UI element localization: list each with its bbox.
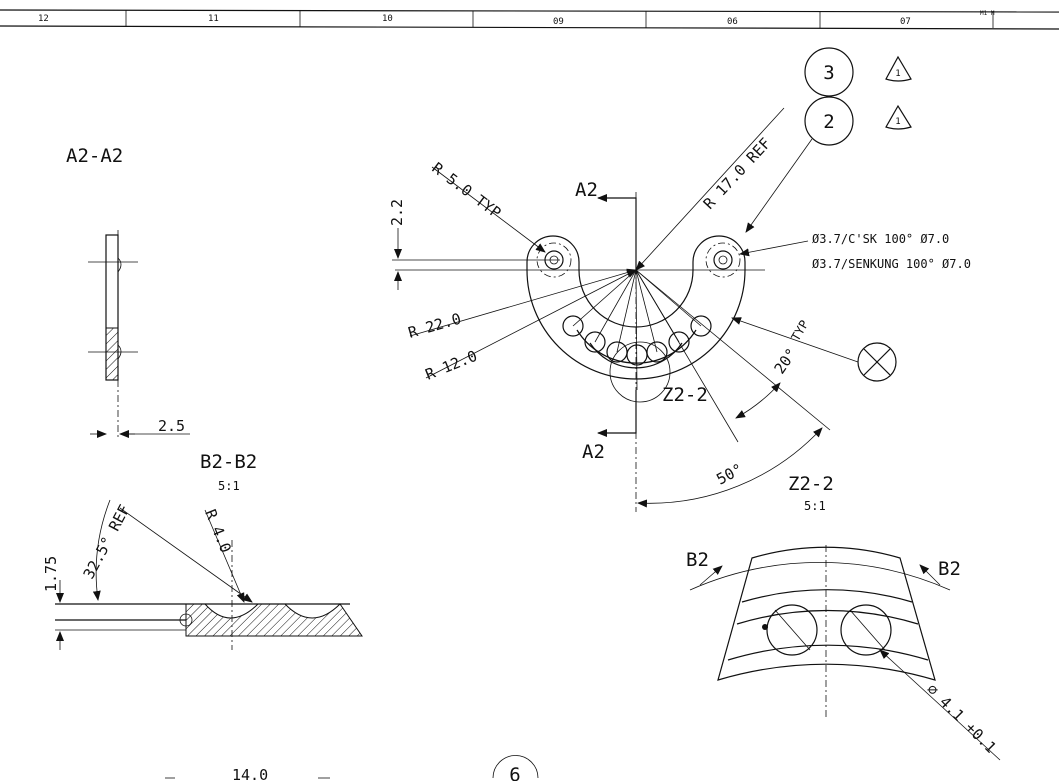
item-balloon-3: 3 — [804, 47, 854, 97]
zone-label: 09 — [553, 17, 564, 27]
dim-diameter-4-1: ⌀ 4.1 +0.1 — [923, 680, 1000, 757]
detail-callout-label: Z2-2 — [662, 384, 708, 406]
detail-z2-view: Z2-2 5:1 B2 B2 ⌀ 4.1 +0.1 — [686, 473, 1001, 761]
view-title-z2: Z2-2 — [788, 473, 834, 495]
zone-label: 12 — [38, 14, 49, 24]
revision-flag-icon: 1 — [885, 104, 912, 130]
section-a2-view: A2-A2 2.5 — [66, 145, 190, 440]
dim-r17-ref: R 17.0 REF — [700, 134, 775, 212]
dim-1-75: 1.75 — [42, 556, 60, 592]
svg-text:1: 1 — [895, 117, 900, 127]
view-scale-b2: 5:1 — [218, 479, 240, 493]
svg-text:6: 6 — [509, 764, 520, 781]
zone-label: 07 — [900, 17, 911, 27]
dim-r12: R 12.0 — [423, 347, 480, 384]
section-marker-b2: B2 — [686, 549, 709, 571]
dim-angle-20: 20° — [771, 345, 801, 378]
view-title-a2: A2-A2 — [66, 145, 123, 167]
dim-r22: R 22.0 — [406, 310, 463, 342]
hole-note-de: Ø3.7/SENKUNG 100° Ø7.0 — [812, 257, 971, 271]
svg-text:3: 3 — [823, 62, 834, 84]
page-balloon-6: 6 — [492, 755, 539, 781]
zone-label: 11 — [208, 14, 219, 24]
dim-r4: R 4.0 — [201, 507, 235, 556]
zone-label: 06 — [727, 17, 738, 27]
title-zone-strip: 12 11 10 09 06 07 M1 M — [0, 9, 1059, 30]
view-scale-z2: 5:1 — [804, 499, 826, 513]
dim-typ: TYP — [788, 318, 811, 344]
dim-2-2: 2.2 — [388, 199, 406, 226]
revision-flag-icon: 1 — [885, 55, 912, 82]
dim-angle-50: 50° — [713, 460, 745, 489]
main-view: A2 A2 Z2-2 R 5.0 TYP R 17.0 REF R 22.0 R… — [388, 107, 971, 512]
svg-text:1: 1 — [895, 69, 900, 79]
item-balloon-2: 2 — [804, 96, 854, 146]
hole-note-en: Ø3.7/C'SK 100° Ø7.0 — [812, 232, 949, 246]
dim-2-5: 2.5 — [158, 417, 185, 435]
dim-r5-typ: R 5.0 TYP — [429, 159, 505, 222]
inspection-x-icon — [857, 342, 897, 382]
section-marker-a2: A2 — [582, 441, 605, 463]
zone-label: 10 — [382, 14, 393, 24]
svg-text:14.0: 14.0 — [232, 766, 268, 781]
dim-14: 14.0 — [165, 766, 330, 781]
section-b2-view: B2-B2 5:1 1.75 32.5° REF R 4.0 — [42, 451, 363, 650]
zone-corner-label: M1 M — [980, 10, 995, 17]
dim-angle-32-5: 32.5° REF — [80, 502, 134, 582]
section-marker-b2: B2 — [938, 558, 961, 580]
view-title-b2: B2-B2 — [200, 451, 257, 473]
leader-line — [745, 138, 813, 233]
section-marker-a2: A2 — [575, 179, 598, 201]
svg-text:2: 2 — [823, 111, 834, 133]
